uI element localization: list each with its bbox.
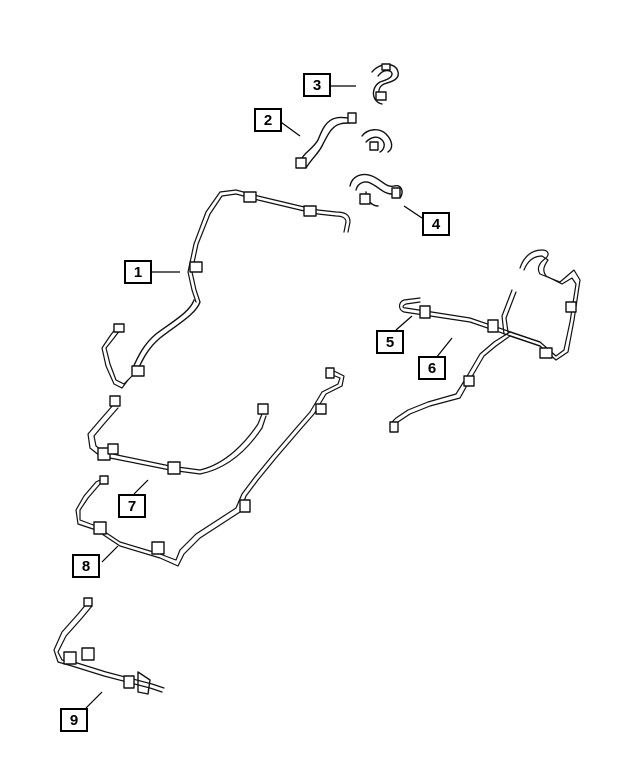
part-6-return-line[interactable] xyxy=(389,249,581,433)
leader-9 xyxy=(85,691,103,709)
part-5-return-line[interactable] xyxy=(398,297,541,347)
leader-6 xyxy=(435,337,453,359)
callout-5[interactable]: 5 xyxy=(376,330,404,354)
callout-3[interactable]: 3 xyxy=(303,73,331,97)
part-9-cooler-line[interactable] xyxy=(53,597,165,695)
leader-8 xyxy=(101,545,119,563)
part-1-pressure-line[interactable] xyxy=(101,189,351,389)
part-2-hose[interactable] xyxy=(295,112,393,169)
leader-4 xyxy=(403,205,423,219)
leader-5 xyxy=(395,315,413,331)
callout-9[interactable]: 9 xyxy=(60,708,88,732)
part-8-pressure-line[interactable] xyxy=(75,367,345,567)
part-7-pressure-line[interactable] xyxy=(87,395,269,475)
part-3-hose[interactable] xyxy=(371,63,399,105)
callout-4[interactable]: 4 xyxy=(422,212,450,236)
leader-7 xyxy=(133,479,149,495)
callout-8[interactable]: 8 xyxy=(72,554,100,578)
callout-6[interactable]: 6 xyxy=(418,356,446,380)
part-4-hose[interactable] xyxy=(349,173,403,207)
callout-7[interactable]: 7 xyxy=(118,494,146,518)
callout-2[interactable]: 2 xyxy=(254,108,282,132)
callout-1[interactable]: 1 xyxy=(124,260,152,284)
